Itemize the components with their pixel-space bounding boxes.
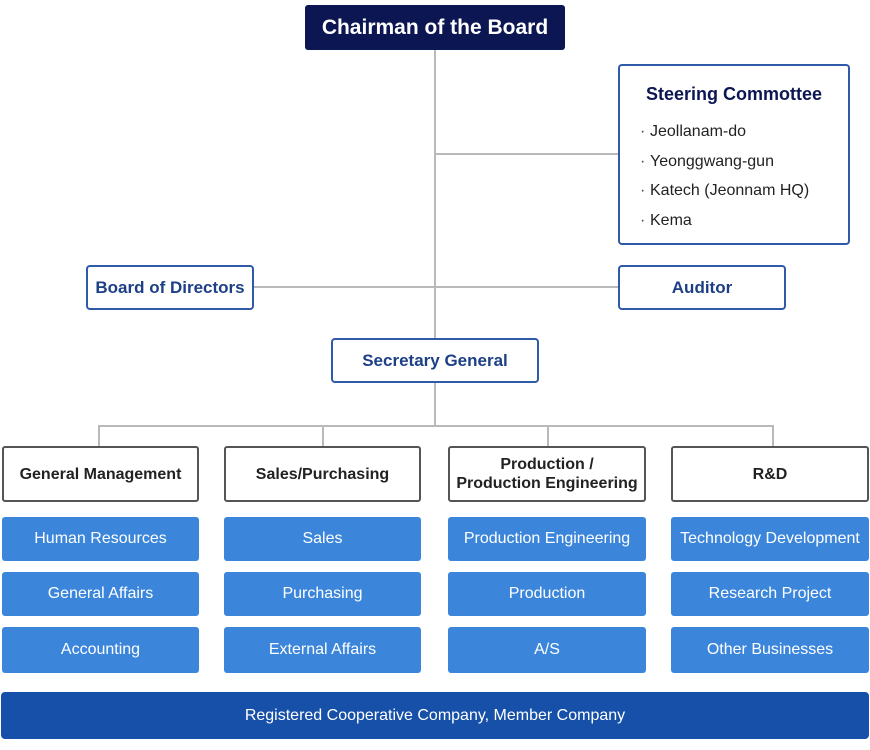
team-other-businesses: Other Businesses — [671, 627, 869, 673]
team-purchasing: Purchasing — [224, 572, 421, 616]
chairman-box: Chairman of the Board — [305, 5, 565, 50]
connector-division-1 — [98, 425, 100, 446]
chairman-label: Chairman of the Board — [321, 15, 549, 39]
footer-bar: Registered Cooperative Company, Member C… — [1, 692, 869, 739]
division-label: General Management — [19, 465, 182, 483]
footer-label: Registered Cooperative Company, Member C… — [244, 706, 626, 724]
team-technology-development: Technology Development — [671, 517, 869, 561]
connector-division-3 — [547, 425, 549, 446]
division-label-line2: Production Engineering — [456, 475, 638, 492]
team-general-affairs: General Affairs — [2, 572, 199, 616]
connector-board-to-auditor — [253, 286, 619, 288]
list-item: ·Kema — [640, 211, 692, 229]
team-external-affairs: External Affairs — [224, 627, 421, 673]
connector-secretary-down — [434, 382, 436, 426]
connector-division-2 — [322, 425, 324, 446]
division-sales-purchasing: Sales/Purchasing — [224, 446, 421, 502]
division-general-management: General Management — [2, 446, 199, 502]
list-item: ·Yeonggwang-gun — [640, 152, 774, 170]
steering-committee-box: Steering Commottee ·Jeollanam-do ·Yeongg… — [618, 64, 850, 245]
steering-committee-title: Steering Commottee — [645, 84, 823, 104]
division-label-line1: Production / — [500, 456, 594, 473]
team-accounting: Accounting — [2, 627, 199, 673]
auditor-label: Auditor — [671, 277, 733, 297]
division-production: Production / Production Engineering — [448, 446, 646, 502]
division-label: R&D — [752, 465, 788, 483]
board-of-directors-label: Board of Directors — [95, 277, 245, 297]
connector-to-steering — [435, 153, 618, 155]
secretary-general-label: Secretary General — [362, 350, 508, 370]
team-production: Production — [448, 572, 646, 616]
division-rnd: R&D — [671, 446, 869, 502]
connector-division-4 — [772, 425, 774, 446]
connector-chair-to-secretary — [434, 50, 436, 340]
team-human-resources: Human Resources — [2, 517, 199, 561]
list-item: ·Katech (Jeonnam HQ) — [640, 182, 810, 199]
connector-division-bar — [98, 425, 774, 427]
team-sales: Sales — [224, 517, 421, 561]
list-item: ·Jeollanam-do — [640, 123, 747, 140]
division-label: Sales/Purchasing — [255, 465, 390, 483]
team-production-engineering: Production Engineering — [448, 517, 646, 561]
team-research-project: Research Project — [671, 572, 869, 616]
secretary-general-box: Secretary General — [331, 338, 539, 383]
team-as: A/S — [448, 627, 646, 673]
steering-committee-members: ·Jeollanam-do ·Yeonggwang-gun ·Katech (J… — [640, 121, 809, 239]
auditor-box: Auditor — [618, 265, 786, 310]
board-of-directors-box: Board of Directors — [86, 265, 254, 310]
